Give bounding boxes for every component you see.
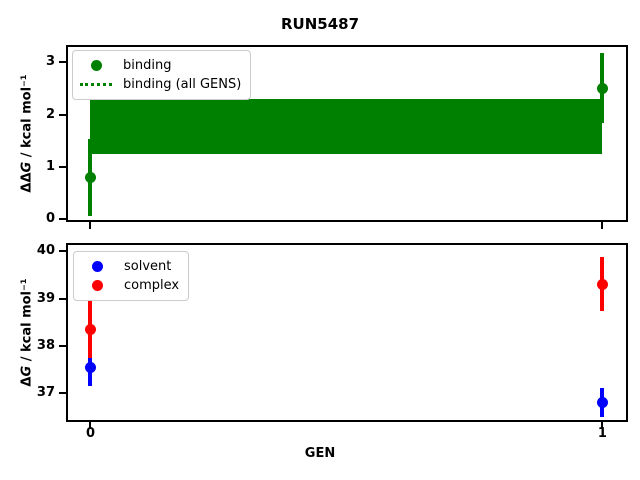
legend-label: complex bbox=[124, 278, 180, 293]
legend-marker-area bbox=[78, 83, 114, 86]
x-tick-label: 1 bbox=[597, 426, 607, 441]
bottom-subplot: solvent complex 37 38 39 40 0 1 bbox=[37, 243, 628, 441]
y-tick-label: 37 bbox=[36, 385, 55, 401]
y-tick-label: 0 bbox=[45, 211, 55, 227]
legend-marker-area bbox=[78, 60, 114, 71]
legend-marker-area bbox=[79, 261, 115, 272]
top-legend: binding binding (all GENS) bbox=[72, 50, 252, 100]
bottom-legend: solvent complex bbox=[73, 251, 190, 301]
x-tick-mark bbox=[89, 222, 92, 229]
y-tick-label: 38 bbox=[36, 337, 55, 353]
x-axis-label: GEN bbox=[304, 446, 336, 461]
confidence-band bbox=[90, 99, 603, 154]
legend-item-binding: binding bbox=[78, 56, 241, 75]
solvent-marker-icon bbox=[91, 261, 103, 272]
g-symbol: G bbox=[19, 365, 35, 377]
y-tick-label: 3 bbox=[45, 54, 55, 70]
delta-symbol: ΔΔ bbox=[19, 172, 35, 193]
legend-item-binding-all-gens: binding (all GENS) bbox=[78, 75, 241, 94]
y-tick-mark bbox=[59, 113, 66, 116]
dotted-line-icon bbox=[80, 83, 112, 86]
data-point bbox=[84, 361, 96, 373]
y-tick-mark bbox=[59, 165, 66, 168]
data-point bbox=[84, 171, 96, 183]
top-y-axis-label: ΔΔG / kcal mol⁻¹ bbox=[8, 45, 46, 222]
y-tick-label: 2 bbox=[45, 106, 55, 122]
x-tick-mark bbox=[89, 422, 92, 429]
y-tick-label: 1 bbox=[45, 158, 55, 174]
data-point bbox=[596, 82, 608, 94]
legend-label: binding (all GENS) bbox=[123, 77, 242, 92]
data-point bbox=[596, 278, 608, 290]
x-tick-label: 0 bbox=[85, 426, 95, 441]
data-point bbox=[596, 397, 608, 409]
data-point bbox=[84, 323, 96, 335]
legend-item-complex: complex bbox=[79, 276, 179, 295]
y-tick-label: 40 bbox=[36, 243, 55, 259]
top-subplot: binding binding (all GENS) 0 1 2 3 bbox=[46, 45, 628, 229]
legend-item-solvent: solvent bbox=[79, 257, 179, 276]
legend-label: solvent bbox=[124, 259, 172, 274]
y-tick-mark bbox=[59, 250, 66, 253]
figure-title: RUN5487 bbox=[280, 15, 360, 33]
y-tick-mark bbox=[59, 61, 66, 64]
y-tick-mark bbox=[59, 344, 66, 347]
x-tick-mark bbox=[601, 422, 604, 429]
binding-marker-icon bbox=[90, 60, 102, 71]
y-tick-mark bbox=[59, 297, 66, 300]
y-tick-label: 39 bbox=[36, 290, 55, 306]
y-tick-mark bbox=[59, 392, 66, 395]
x-tick-mark bbox=[601, 222, 604, 229]
legend-label: binding bbox=[123, 58, 172, 73]
legend-marker-area bbox=[79, 280, 115, 291]
y-tick-mark bbox=[59, 218, 66, 221]
complex-marker-icon bbox=[91, 280, 103, 291]
